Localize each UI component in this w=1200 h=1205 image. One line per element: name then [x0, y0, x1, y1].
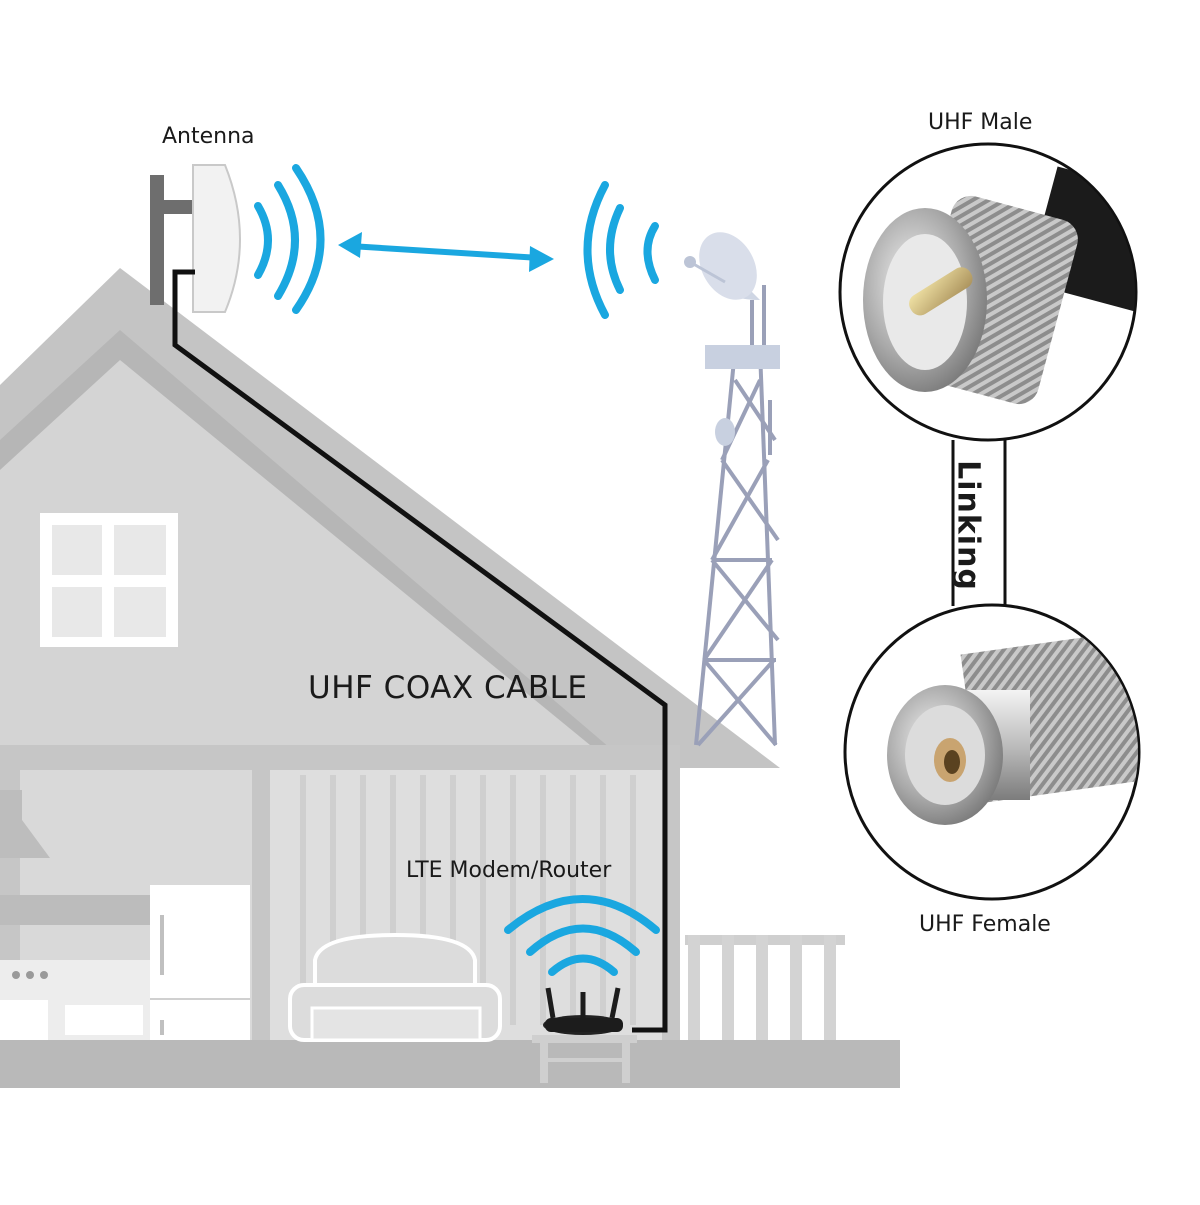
uhf-female-label: UHF Female — [919, 912, 1051, 937]
signal-arrow — [338, 232, 554, 272]
uhf-male-connector-icon — [838, 142, 1138, 442]
antenna-icon — [150, 164, 241, 313]
wifi-icon — [504, 895, 660, 976]
house-icon — [0, 268, 900, 1088]
antenna-label: Antenna — [162, 124, 255, 149]
tower-icon — [694, 285, 780, 747]
router-icon — [543, 987, 623, 1035]
uhf-male-label: UHF Male — [928, 110, 1033, 135]
coax-cable — [172, 269, 668, 1033]
linking-label: Linking — [950, 460, 986, 591]
modem-label: LTE Modem/Router — [406, 858, 612, 883]
satellite-dish-icon — [684, 232, 760, 300]
signal-waves-icon — [254, 164, 659, 319]
cable-label: UHF COAX CABLE — [308, 670, 588, 706]
uhf-female-connector-icon — [843, 603, 1141, 901]
